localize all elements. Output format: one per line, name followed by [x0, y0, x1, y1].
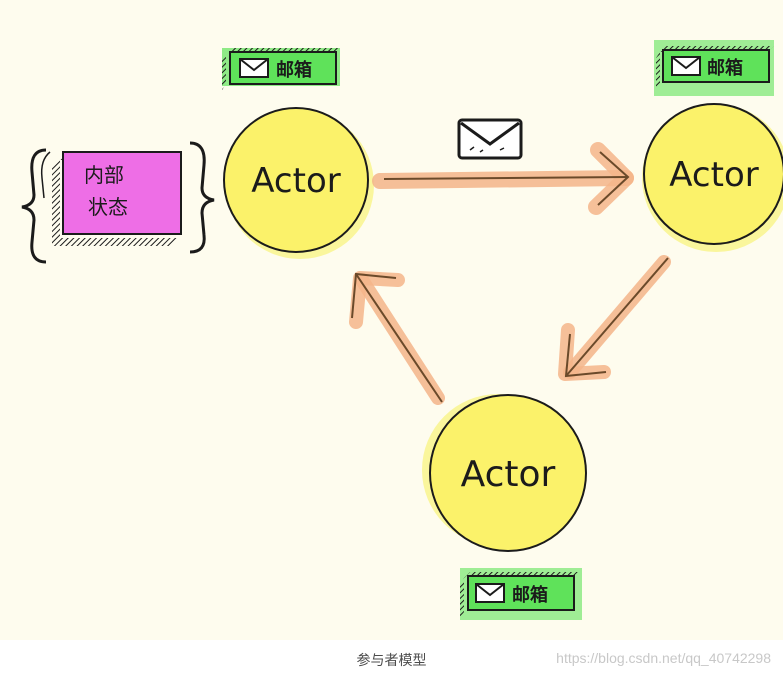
actor-1-group: Actor	[223, 107, 374, 259]
mailbox-2-label: 邮箱	[707, 57, 743, 79]
internal-state-group: 内部 状态	[21, 141, 215, 264]
figure-caption: 参与者模型	[356, 653, 427, 669]
actor-1-mailbox: 邮箱	[222, 48, 340, 90]
state-box-side	[52, 160, 60, 246]
actor-3-circle	[429, 394, 587, 552]
diagram-canvas: 内部 状态 Actor Actor Actor	[0, 0, 783, 640]
envelope-icon	[239, 58, 269, 78]
actor-model-diagram: 内部 状态 Actor Actor Actor	[0, 0, 783, 640]
actor-2-label: Actor	[669, 155, 758, 195]
actor-2-group: Actor	[642, 103, 783, 252]
envelope-icon	[671, 56, 701, 76]
arrow-icon-2-to-3	[558, 255, 671, 381]
internal-state-box	[62, 151, 182, 235]
watermark-url: https://blog.csdn.net/qq_40742298	[556, 650, 771, 666]
mailbox-1-side	[222, 54, 226, 90]
state-box-bottom	[52, 238, 178, 246]
actor-2-circle	[643, 103, 783, 245]
mailbox-1-label: 邮箱	[276, 59, 312, 81]
envelope-icon	[475, 583, 505, 603]
arrow-icon-1-to-2	[372, 142, 634, 215]
mailbox-3-side	[460, 578, 464, 618]
mailbox-2-side	[656, 52, 660, 90]
left-brace-shadow	[40, 151, 51, 199]
actor-1-label: Actor	[251, 161, 340, 201]
mailbox-3-label: 邮箱	[512, 584, 548, 606]
actor-2-mailbox: 邮箱	[654, 40, 774, 96]
left-brace-icon	[21, 148, 47, 264]
actor-3-label: Actor	[461, 454, 556, 495]
internal-state-line2: 状态	[88, 195, 128, 219]
actor-3-mailbox: 邮箱	[460, 568, 582, 620]
internal-state-line1: 内部	[84, 163, 124, 187]
actor-3-group: Actor	[422, 394, 587, 552]
message-envelope-icon	[457, 118, 523, 160]
arrow-icon-3-to-1	[349, 271, 445, 405]
actor-1-circle	[223, 107, 369, 253]
right-brace-icon	[189, 141, 215, 254]
